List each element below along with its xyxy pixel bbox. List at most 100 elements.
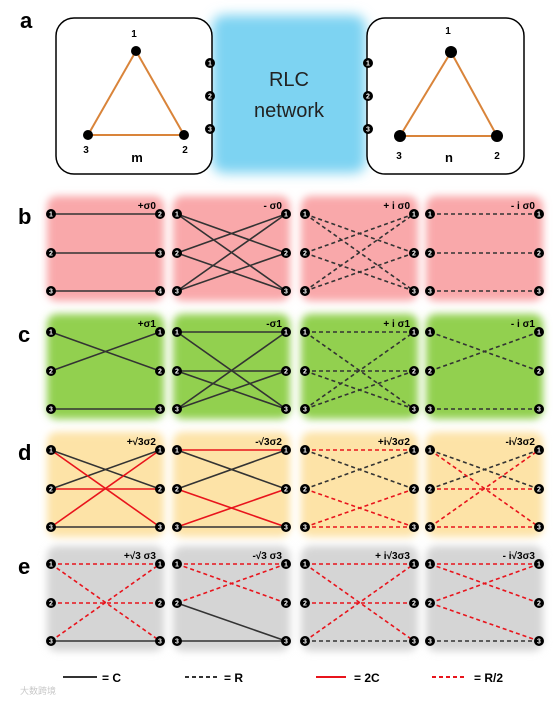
port-right-3 [155,636,165,646]
panel-bg [426,196,543,301]
port-right-3 [155,404,165,414]
panel-letter-e: e [18,554,30,579]
port-right-2 [281,484,291,494]
edge-2-3 [176,602,287,642]
port-left-1 [425,209,435,219]
legend-label-c: = C [102,671,121,685]
port-label-right-1: 1 [284,212,288,219]
port-right-1 [155,445,165,455]
port-right-2 [281,598,291,608]
port-label-left-3: 3 [175,407,179,414]
port-label-left-2: 2 [49,601,53,608]
port-left-1 [172,445,182,455]
port-label-right-3: 3 [158,639,162,646]
port-label-right-2: 2 [158,369,162,376]
coupling-label: - σ0 [263,201,282,212]
port-left-2 [46,366,56,376]
port-label-right-1: 1 [158,330,162,337]
port-label-right-3: 3 [412,289,416,296]
panel-bg [301,432,418,537]
port-label-right-1: 1 [537,212,541,219]
edge-2-1 [304,449,415,490]
edge-2-1 [429,563,540,604]
port-label-right-1: 1 [412,330,416,337]
port-right-1 [409,445,419,455]
port-right-1 [281,327,291,337]
coupling-label: +√3σ2 [127,437,157,448]
edge-2-1 [429,449,540,490]
coupling-label: +√3 σ3 [124,551,157,562]
port-left-1 [205,58,215,68]
port-left-1 [46,559,56,569]
port-label-right-3: 3 [412,407,416,414]
port-label-left-3: 3 [428,525,432,532]
coupling-label: + i√3σ3 [375,551,410,562]
panel-bg [301,546,418,651]
port-label-left-1: 1 [428,330,432,337]
panel-bg [426,314,543,419]
panel-letter-a: a [20,8,33,33]
node-label-n-1: 1 [445,26,451,37]
port-right-1 [155,327,165,337]
port-left-1 [172,559,182,569]
port-label-left-2: 2 [303,601,307,608]
port-left-2 [46,484,56,494]
port-left-3 [425,522,435,532]
port-label-left-3: 3 [49,525,53,532]
port-label-right-1: 1 [284,562,288,569]
node-label-m-1: 1 [131,29,137,40]
port-right-2 [155,598,165,608]
port-label-left-3: 3 [303,639,307,646]
port-label-left-1: 1 [303,448,307,455]
coupling-label: -√3 σ3 [252,551,282,562]
coupling-label: -σ1 [266,319,282,330]
port-label-left-1: 1 [303,330,307,337]
edge-3-2 [304,370,415,410]
rlc-network-box [212,15,366,173]
edge-3-1 [429,449,540,528]
port-right-1 [409,209,419,219]
port-right-2 [155,484,165,494]
port-right-3 [281,404,291,414]
port-label-right-1: 1 [537,562,541,569]
edge-3-2 [176,252,287,292]
port-right-3 [155,522,165,532]
port-right-2 [363,91,373,101]
graph-name-n: n [445,150,453,165]
port-label-left-2: 2 [428,251,432,258]
port-label-right-3: 3 [412,639,416,646]
panel-bg [47,196,164,301]
port-label-left-2: 2 [49,369,53,376]
port-left-3 [46,404,56,414]
svg-text:3: 3 [208,127,212,134]
port-left-3 [425,286,435,296]
port-left-3 [425,636,435,646]
port-label-right-1: 1 [284,330,288,337]
port-left-2 [172,248,182,258]
port-left-3 [300,286,310,296]
edge-3-1 [304,563,415,642]
node-m-2 [179,130,189,140]
port-right-3 [409,286,419,296]
coupling-label: - i σ1 [511,319,536,330]
port-left-2 [425,366,435,376]
port-label-right-3: 3 [537,289,541,296]
port-right-3 [534,522,544,532]
edge-3-2 [176,370,287,410]
port-left-2 [300,598,310,608]
port-label-left-2: 2 [175,601,179,608]
port-label-left-1: 1 [49,212,53,219]
port-label-right-3: 3 [537,525,541,532]
node-n-3 [394,130,406,142]
port-right-1 [534,445,544,455]
port-label-left-3: 3 [49,289,53,296]
panel-letter-d: d [18,440,31,465]
port-label-right-1: 1 [537,330,541,337]
